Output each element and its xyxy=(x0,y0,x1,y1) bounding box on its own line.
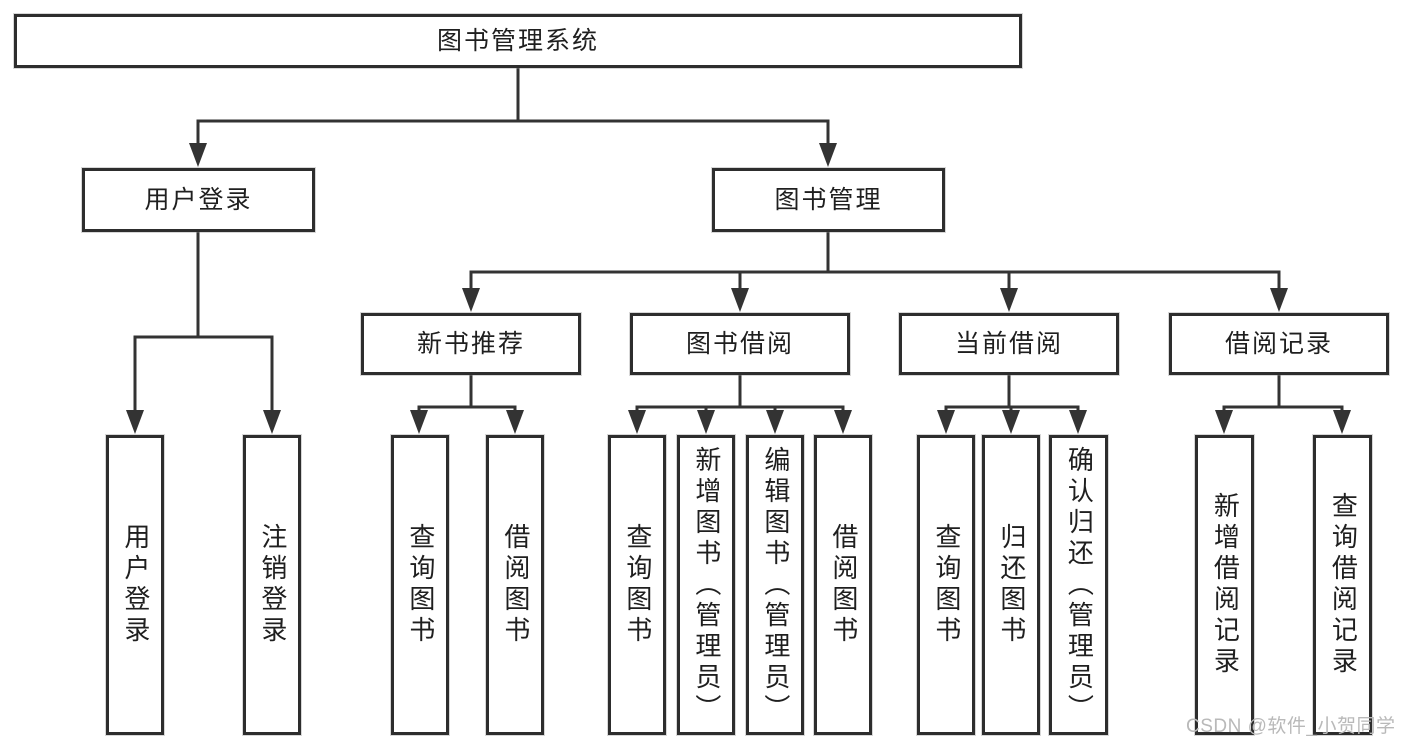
node-borrowing-records: 借阅记录 xyxy=(1169,313,1389,375)
node-library-management-system: 图书管理系统 xyxy=(14,14,1022,68)
leaf-query-books-borrowing: 查询图书 xyxy=(608,435,666,735)
node-user-login: 用户登录 xyxy=(82,168,315,232)
leaf-borrow-books-recommend: 借阅图书 xyxy=(486,435,544,735)
leaf-edit-books-admin: 编辑图书（管理员） xyxy=(746,435,804,735)
leaf-return-books: 归还图书 xyxy=(982,435,1040,735)
leaf-borrow-books-borrowing: 借阅图书 xyxy=(814,435,872,735)
leaf-query-borrow-record: 查询借阅记录 xyxy=(1313,435,1372,735)
leaf-add-borrow-record: 新增借阅记录 xyxy=(1195,435,1254,735)
leaf-add-books-admin: 新增图书（管理员） xyxy=(677,435,735,735)
leaf-user-login: 用户登录 xyxy=(106,435,164,735)
node-current-borrowing: 当前借阅 xyxy=(899,313,1119,375)
leaf-confirm-return-admin: 确认归还（管理员） xyxy=(1049,435,1108,735)
watermark: CSDN @软件_小贺同学 xyxy=(1186,716,1396,737)
node-book-management: 图书管理 xyxy=(712,168,945,232)
leaf-query-books-recommend: 查询图书 xyxy=(391,435,449,735)
node-new-book-recommend: 新书推荐 xyxy=(361,313,581,375)
node-book-borrowing: 图书借阅 xyxy=(630,313,850,375)
leaf-query-books-current: 查询图书 xyxy=(917,435,975,735)
leaf-logout-login: 注销登录 xyxy=(243,435,301,735)
arrowhead-icons xyxy=(126,143,1351,434)
